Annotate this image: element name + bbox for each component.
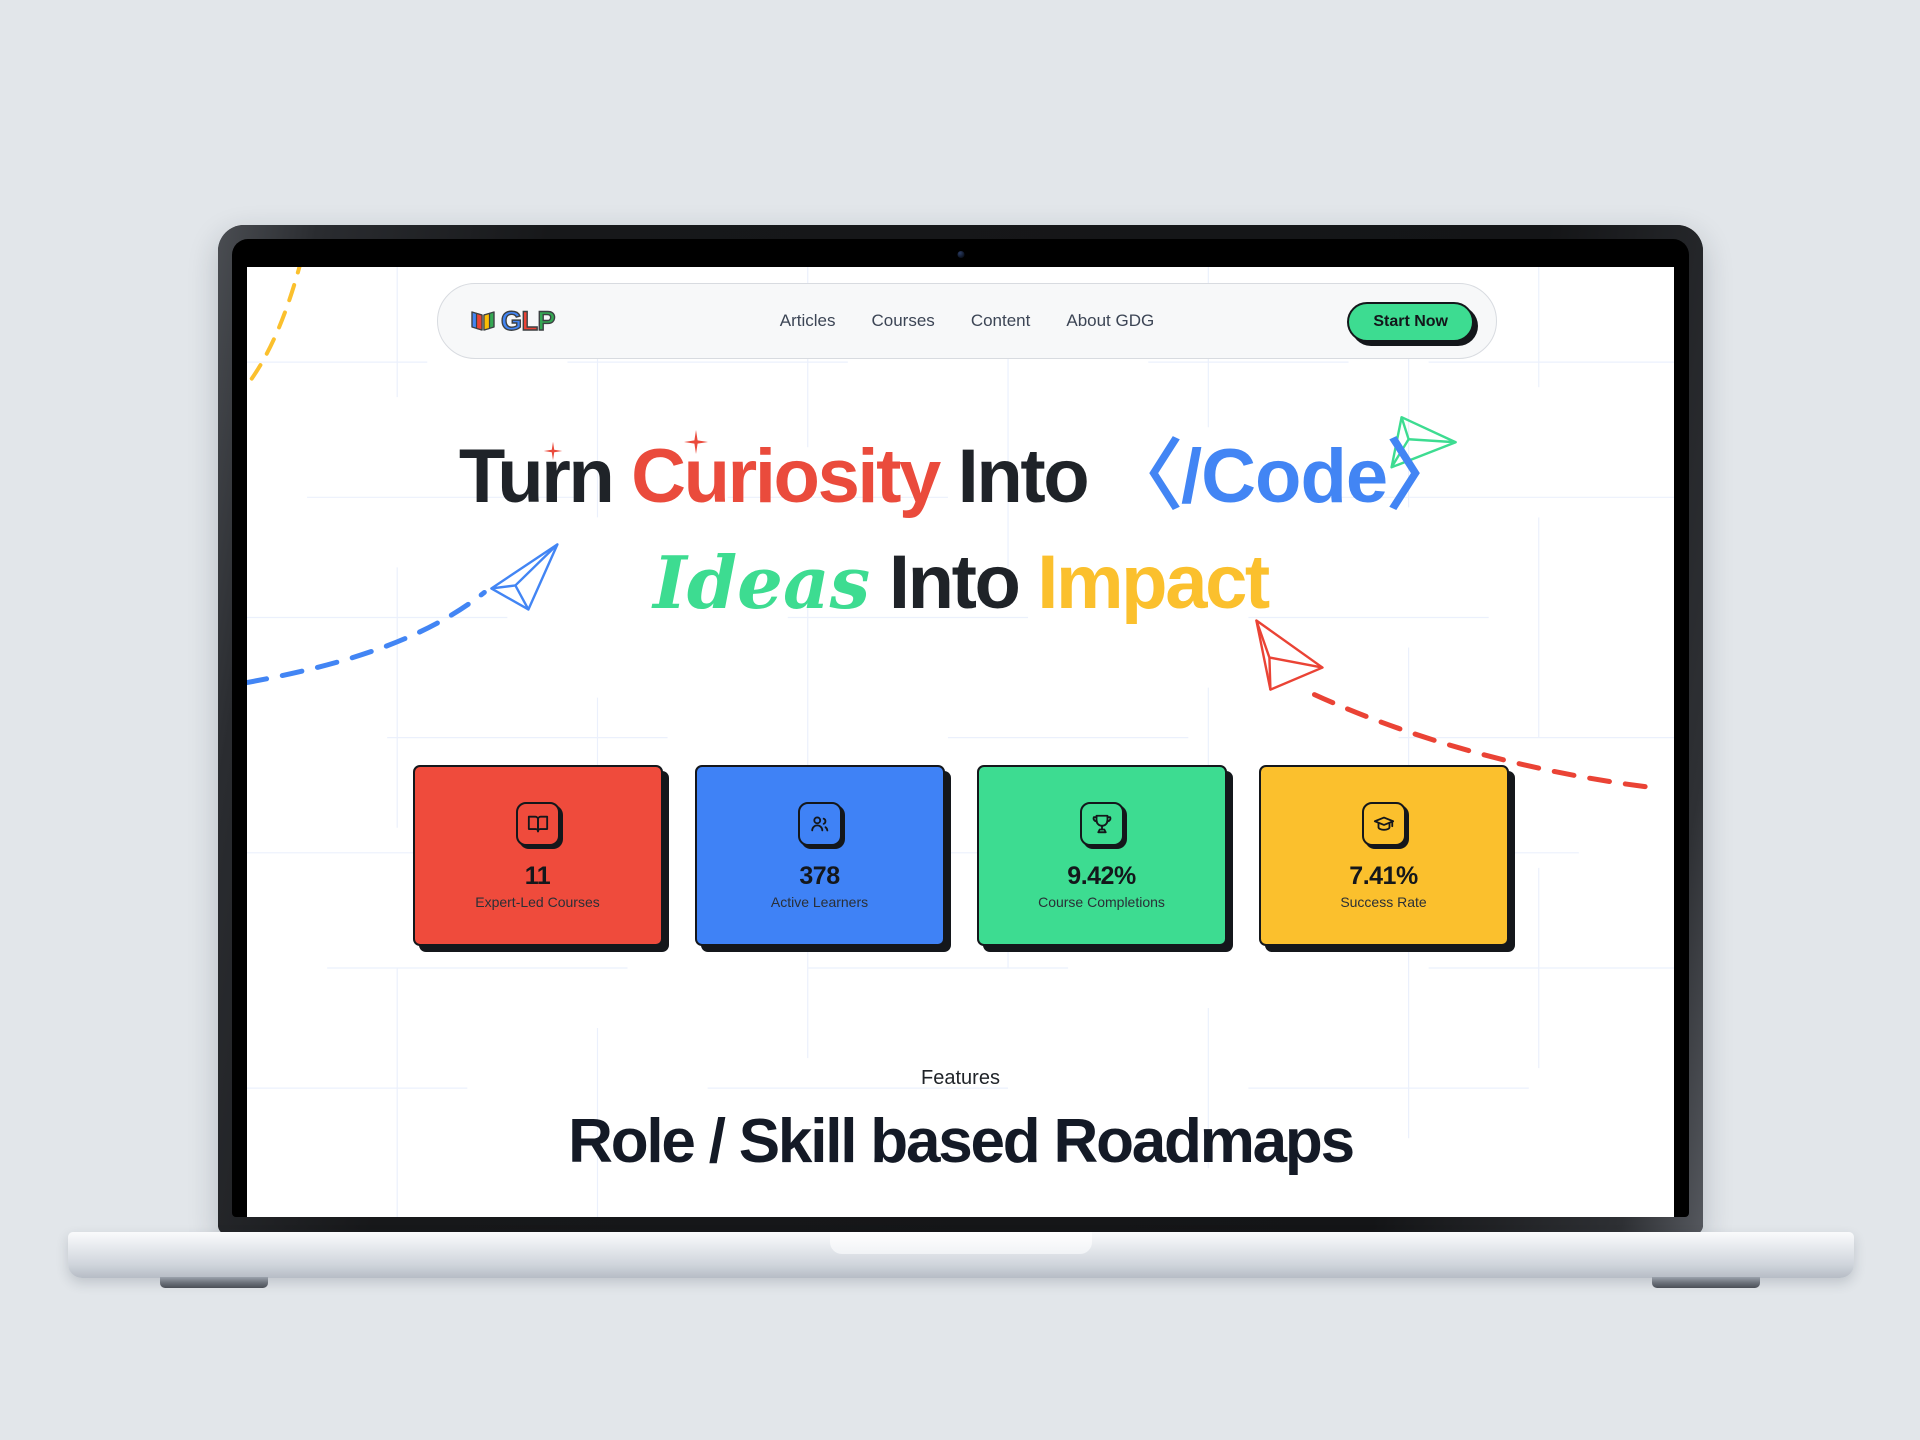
stat-label: Active Learners (770, 893, 869, 910)
nav-link-courses[interactable]: Courses (871, 311, 935, 330)
stat-card-expert-led-courses[interactable]: 11 Expert-Led Courses (412, 765, 663, 946)
stat-icon-box (797, 801, 842, 846)
stat-card-active-learners[interactable]: 378 Active Learners (694, 765, 945, 946)
users-icon (810, 815, 828, 831)
features-title: Role / Skill based Roadmaps (568, 1107, 1355, 1176)
stat-cards-row: 11 Expert-Led Courses (247, 765, 1674, 946)
stat-icon-box (1079, 801, 1124, 846)
stat-label: Course Completions (1038, 893, 1165, 910)
hero-word-code: 〈/Code〉 (1106, 434, 1463, 519)
logo-letter-g: G (500, 305, 522, 336)
stat-icon-box (1361, 801, 1406, 846)
trophy-icon (1092, 814, 1111, 833)
hero-word-turn: Turn (458, 434, 632, 519)
laptop-foot-right (1652, 1277, 1760, 1288)
start-now-button[interactable]: Start Now (1347, 302, 1474, 342)
stat-label: Expert-Led Courses (475, 893, 600, 910)
features-eyebrow: Features (921, 1067, 1000, 1089)
hero-word-into-1: Into (938, 434, 1107, 519)
stat-card-success-rate[interactable]: 7.41% Success Rate (1258, 765, 1509, 946)
stat-label: Success Rate (1340, 893, 1427, 910)
stat-value: 9.42% (1067, 861, 1136, 890)
features-section: Features Role / Skill based Roadmaps (247, 1067, 1674, 1177)
stat-value: 11 (524, 861, 551, 890)
logo-letter-p: P (537, 305, 556, 336)
hero-word-into-2: Into (870, 539, 1038, 625)
nav-link-content[interactable]: Content (970, 311, 1031, 330)
stat-value: 7.41% (1349, 861, 1418, 890)
hero-word-ideas: Ideas (653, 539, 871, 625)
nav-link-about-gdg[interactable]: About GDG (1066, 311, 1155, 330)
hero-headline-line-1: Turn Curiosity Into 〈/Code〉 (247, 430, 1674, 519)
yellow-dashed-arc-top-left (247, 267, 302, 388)
hero-headline-line-2: Ideas Into Impact (247, 539, 1674, 625)
camera-icon (957, 251, 964, 258)
hero-word-curiosity: Curiosity (631, 434, 941, 519)
red-paper-plane (1255, 619, 1324, 691)
laptop-base (68, 1232, 1854, 1278)
stat-card-course-completions[interactable]: 9.42% Course Completions (976, 765, 1227, 946)
hero-section: Turn Curiosity Into 〈/Code〉 Ideas Into I… (247, 430, 1674, 625)
stat-value: 378 (799, 861, 840, 890)
nav-link-articles[interactable]: Articles (779, 311, 836, 330)
open-book-icon (471, 311, 495, 331)
open-book-icon (527, 815, 548, 832)
nav-links: Articles Courses Content About GDG (780, 311, 1154, 331)
laptop-base-notch (830, 1232, 1092, 1254)
laptop-foot-left (160, 1277, 268, 1288)
laptop-camera-notch (869, 239, 1052, 267)
stat-icon-box (515, 801, 560, 846)
hero-word-impact: Impact (1037, 539, 1270, 625)
logo-letter-l: L (521, 305, 539, 336)
graduation-cap-icon (1373, 816, 1394, 831)
